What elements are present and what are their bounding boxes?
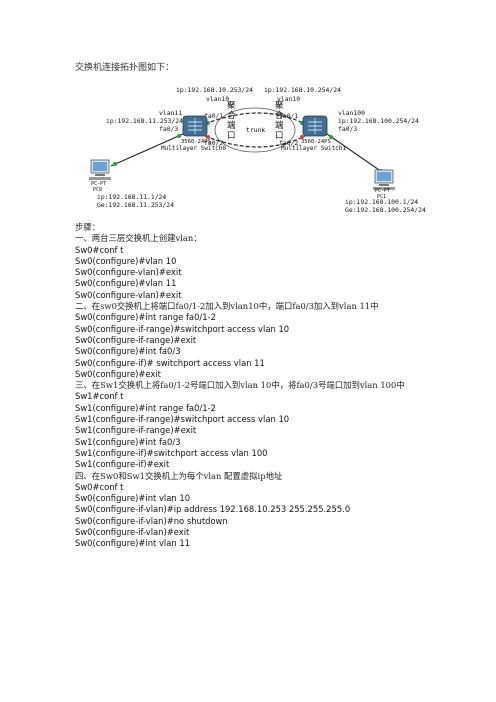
command-line: Sw0(configure-if)# switchport access vla… (75, 357, 265, 368)
link-sw1-pc1 (326, 133, 386, 175)
sw0-left-port: fa0/3 (159, 125, 178, 133)
sw0-type: Multilayer Switch0 (161, 145, 226, 152)
pc1-computer-icon (373, 169, 395, 190)
command-line: Sw0(configure)#int fa0/3 (75, 346, 181, 357)
command-line: Sw1(configure-if)#exit (75, 459, 170, 470)
link-fa02 (204, 135, 306, 148)
command-line: Sw0(configure-vlan)#exit (75, 267, 182, 278)
command-line: Sw1(configure-if-range)#exit (75, 425, 197, 436)
command-line: Sw0(configure-if-vlan)#no shutdown (75, 515, 228, 526)
sw0-link-dot (177, 134, 181, 138)
trunk-ellipse (214, 107, 296, 153)
pc0-model: PC-PT (91, 181, 106, 187)
sw0-left-vlan: vlan11 (159, 109, 182, 117)
pc0-name: PC0 (93, 187, 102, 193)
pc0-computer-icon (89, 159, 111, 180)
sw1-link-dot (329, 135, 333, 139)
link-sw0-pc0 (110, 133, 184, 167)
command-line: Sw0#conf t (75, 481, 124, 492)
sw1-model: 3560-24PS (301, 139, 331, 145)
command-line: Sw1(configure)#int range fa0/1-2 (75, 402, 216, 413)
command-line: Sw0(configure-if-range)#exit (75, 334, 197, 345)
command-line: Sw0(configure-vlan)#exit (75, 289, 182, 300)
command-line: Sw1(configure-if-range)#switchport acces… (75, 414, 290, 425)
topology-diagram: ip:192.168.10.253/24 vlan10 ip:192.168.1… (89, 86, 426, 214)
pc1-ip: ip:192.168.100.1/24 (345, 198, 418, 206)
multilayer-switch-0-icon (182, 115, 208, 137)
trunk-label: trunk (246, 126, 265, 134)
pc1-model: PC-PT (375, 188, 390, 194)
command-line: Sw1(configure)#int fa0/3 (75, 436, 181, 447)
command-line: Sw0(configure)#int range fa0/1-2 (75, 312, 216, 323)
step-heading: 三、在Sw1交换机上将fa0/1-2号端口加入到vlan 10中，将fa0/3号… (75, 380, 405, 391)
command-line: Sw0(configure)#int vlan 11 (75, 538, 191, 549)
command-line: Sw0(configure-if-range)#switchport acces… (75, 323, 290, 334)
pc0-gateway: Ge:192.168.11.253/24 (97, 201, 174, 209)
sw1-type: Multilayer Switch1 (281, 145, 346, 152)
sw1-top-ip: ip:192.168.10.254/24 (264, 86, 341, 94)
pc1-gateway: Ge:192.168.100.254/24 (345, 206, 426, 214)
sw1-right-vlan: vlan100 (338, 109, 365, 117)
step-heading: 一、两台三层交换机上创建vlan： (75, 233, 202, 244)
step-heading: 步骤： (75, 222, 101, 232)
command-line: Sw0(configure)#vlan 10 (75, 255, 177, 266)
sw1-port2: fa0/2 (279, 139, 298, 147)
command-line: Sw1#conf t (75, 391, 124, 402)
step-heading: 二、在sw0交换机上将端口fa0/1-2加入到vlan10中，端口fa0/3加入… (75, 301, 379, 312)
link-left-label: 聚合端口 (227, 101, 238, 141)
pc0-ip: ip:192.168.11.1/24 (97, 193, 166, 201)
link-red-dot-1 (206, 135, 210, 139)
sw1-top-vlan: vlan10 (277, 95, 300, 103)
command-line: Sw0(configure)#vlan 11 (75, 278, 177, 289)
link-fa01 (204, 112, 306, 125)
command-line: Sw1(configure-if)#switchport access vlan… (75, 447, 268, 458)
command-line: Sw0(configure-if-vlan)#ip address 192.16… (75, 504, 351, 515)
intro-text: 交换机连接拓扑图如下： (75, 63, 175, 73)
command-line: Sw0#conf t (75, 244, 124, 255)
pc0-link-dot (113, 162, 117, 166)
sw0-top-vlan: vlan10 (206, 95, 229, 103)
link-right-label: 聚合端口 (275, 101, 286, 141)
command-line: Sw0(configure-if-vlan)#exit (75, 527, 190, 538)
sw0-left-ip: ip:192.168.11.253/24 (106, 117, 183, 125)
command-line: Sw0(configure)#exit (75, 368, 161, 379)
sw0-port2: fa0/2 (204, 139, 223, 147)
pc1-name: PC1 (377, 194, 386, 200)
sw0-port1: fa0/1 (204, 112, 223, 120)
sw1-port1: fa0/1 (279, 112, 298, 120)
multilayer-switch-1-icon (302, 115, 328, 137)
sw1-right-port: fa0/3 (338, 125, 357, 133)
sw1-right-ip: ip:192.168.100.254/24 (338, 117, 419, 125)
link-red-dot-2 (300, 135, 304, 139)
step-heading: 四、在Sw0和Sw1交换机上为每个vlan 配置虚拟ip地址 (75, 470, 283, 481)
sw0-top-ip: ip:192.168.10.253/24 (176, 86, 253, 94)
sw0-model: 3560-24PS (181, 139, 211, 145)
command-line: Sw0(configure)#int vlan 10 (75, 493, 191, 504)
